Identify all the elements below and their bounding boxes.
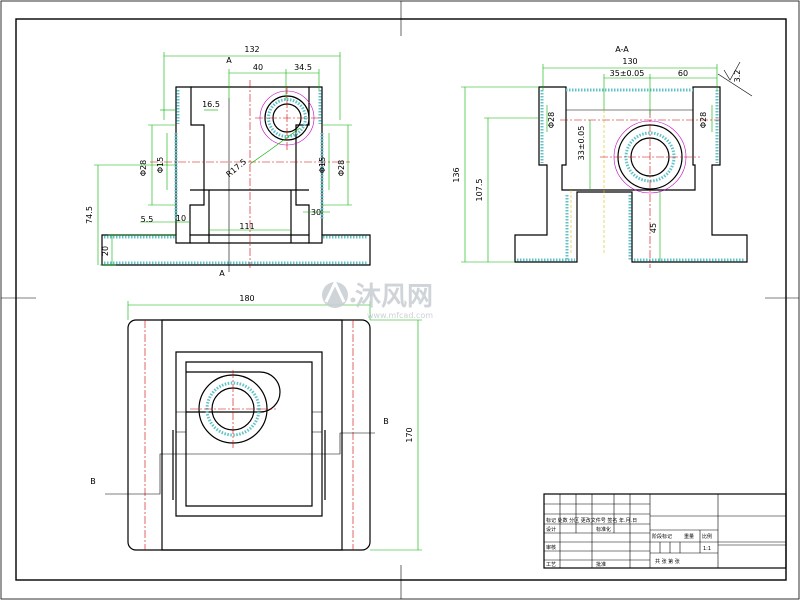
side-dim-h2: 107.5: [475, 179, 484, 202]
front-view: A A: [85, 45, 371, 278]
tb-weight-label: 重量: [684, 533, 694, 540]
tb-designer: 设计: [546, 526, 556, 533]
watermark-text: 沐风网: [355, 282, 433, 312]
front-dim-gap-small: 5.5: [141, 215, 154, 224]
tb-approve: 批准: [596, 561, 606, 568]
side-dim-width: 130: [622, 57, 637, 66]
front-dim-overall-width: 132: [244, 45, 259, 54]
side-dim-right: 60: [678, 69, 688, 78]
front-dim-boss: 16.5: [202, 100, 220, 109]
tb-standardize: 标准化: [596, 526, 611, 533]
front-dim-right-phi: Φ15: [318, 157, 327, 173]
front-dim-offset: 34.5: [294, 63, 312, 72]
tb-scale-label: 比例: [702, 533, 712, 540]
top-dim-width: 180: [239, 294, 254, 303]
side-dim-right-phi: Φ28: [699, 112, 708, 128]
side-dim-total-h: 136: [452, 167, 461, 182]
title-block: 标记 处数 分区 更改文件号 签名 年.月.日 设计 标准化 审核 工艺 批准 …: [543, 493, 787, 569]
front-dim-height: 74.5: [85, 206, 94, 224]
tb-checker: 审核: [546, 544, 556, 551]
side-roughness: 3.2: [733, 70, 742, 83]
side-dim-slot: 45: [649, 223, 658, 233]
front-dim-radius: R17.5: [225, 157, 249, 179]
top-view: B B 180 170: [90, 294, 422, 551]
side-dim-h3: 33±0.05: [577, 126, 586, 161]
top-dim-height: 170: [405, 427, 414, 442]
side-view: A-A 130 35±0.05 60 3.2 136 107.5 33±0.05…: [452, 45, 753, 268]
front-section-label-top: A: [226, 56, 232, 65]
top-section-label-left: B: [90, 477, 96, 486]
front-dim-rib: 30: [311, 208, 321, 217]
front-dim-right-phi2: Φ28: [337, 160, 346, 176]
front-dim-base: 20: [101, 246, 110, 256]
watermark-url: www.mfcad.com: [367, 311, 433, 320]
side-dim-pos: 35±0.05: [610, 69, 645, 78]
front-dim-left-phi: Φ28: [139, 160, 148, 176]
front-section-label-bottom: A: [219, 269, 225, 278]
front-dim-gap: 10: [176, 214, 186, 223]
watermark: 沐风网 www.mfcad.com: [322, 279, 433, 320]
side-section-title: A-A: [615, 45, 629, 54]
tb-stage-label: 阶段标记: [652, 533, 672, 540]
front-dim-half-width: 40: [253, 63, 263, 72]
tb-sheets: 共 张 第 张: [655, 558, 680, 565]
watermark-logo: [322, 279, 356, 308]
front-dim-left-phi2: Φ15: [156, 157, 165, 173]
tb-process: 工艺: [546, 562, 556, 568]
tb-scale-value: 1:1: [703, 546, 711, 552]
side-dim-left-phi: Φ28: [547, 112, 556, 128]
front-dim-inner-width: 111: [239, 222, 254, 231]
top-section-label-right: B: [383, 417, 389, 426]
tb-mark-columns: 标记 处数 分区 更改文件号 签名 年.月.日: [546, 517, 637, 524]
